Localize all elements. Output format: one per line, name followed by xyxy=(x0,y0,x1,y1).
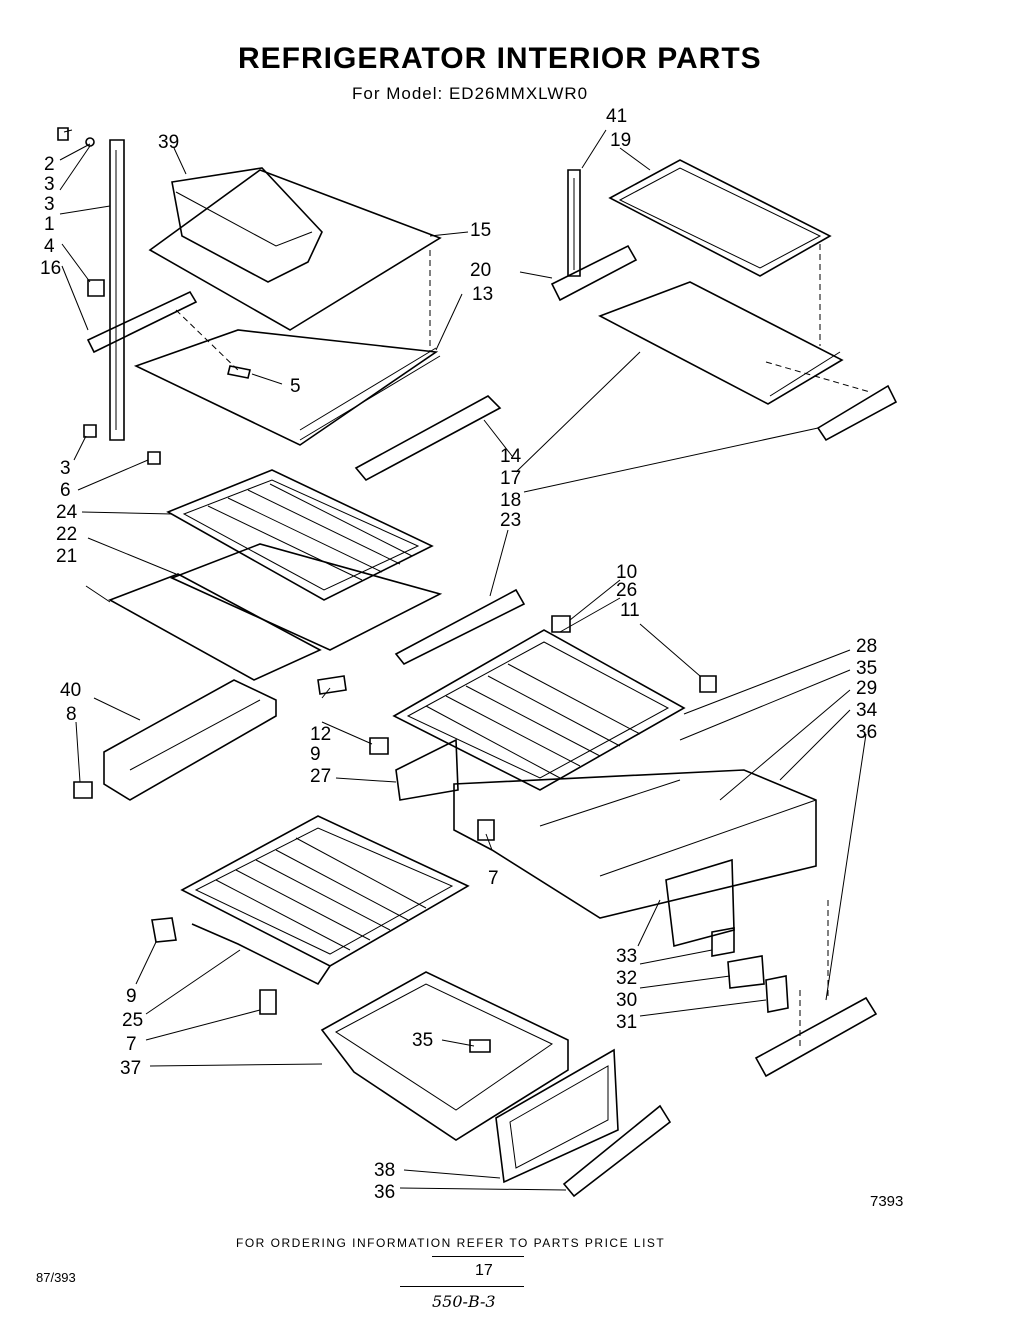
callout-label: 36 xyxy=(856,722,877,743)
callout-label: 19 xyxy=(610,130,631,151)
date-code: 87/393 xyxy=(36,1270,76,1285)
callout-label: 37 xyxy=(120,1058,141,1079)
callout-label: 28 xyxy=(856,636,877,657)
callout-label: 15 xyxy=(470,220,491,241)
callout-label: 10 xyxy=(616,562,637,583)
callout-label: 35 xyxy=(856,658,877,679)
callout-label: 20 xyxy=(470,260,491,281)
page-number: 17 xyxy=(475,1262,493,1279)
callout-label: 12 xyxy=(310,724,331,745)
callout-labels: 2 3 3 1 4 16 39 15 5 13 41 19 20 14 17 1… xyxy=(40,106,878,1203)
callout-label: 27 xyxy=(310,766,331,787)
callout-label: 6 xyxy=(60,480,71,501)
callout-label: 36 xyxy=(374,1182,395,1203)
callout-label: 8 xyxy=(66,704,77,725)
callout-label: 30 xyxy=(616,990,637,1011)
callout-label: 32 xyxy=(616,968,637,989)
callout-label: 22 xyxy=(56,524,77,545)
callout-label: 9 xyxy=(126,986,137,1007)
callout-label: 5 xyxy=(290,376,301,397)
diagram-title: REFRIGERATOR INTERIOR PARTS xyxy=(238,42,762,75)
lower-shelf-assembly xyxy=(151,815,672,1198)
callout-label: 4 xyxy=(44,236,55,257)
callout-label: 16 xyxy=(40,258,61,279)
document-reference: 550-B-3 xyxy=(432,1292,496,1311)
callout-label: 14 xyxy=(500,446,522,467)
callout-label: 1 xyxy=(44,214,55,235)
right-shelf-assembly xyxy=(550,159,898,442)
callout-label: 33 xyxy=(616,946,637,967)
bottom-rule xyxy=(400,1286,524,1287)
callout-label: 39 xyxy=(158,132,179,153)
callout-leader-lines xyxy=(59,129,867,1191)
callout-label: 23 xyxy=(500,510,521,531)
ordering-note: FOR ORDERING INFORMATION REFER TO PARTS … xyxy=(236,1236,666,1250)
callout-label: 29 xyxy=(856,678,877,699)
callout-label: 17 xyxy=(500,468,521,489)
figure-number: 7393 xyxy=(870,1193,904,1210)
callout-label: 41 xyxy=(606,106,627,127)
callout-label: 40 xyxy=(60,680,81,701)
model-number: For Model: ED26MMXLWR0 xyxy=(352,84,589,103)
callout-label: 31 xyxy=(616,1012,637,1033)
callout-label: 38 xyxy=(374,1160,395,1181)
callout-label: 35 xyxy=(412,1030,433,1051)
callout-label: 11 xyxy=(620,600,640,621)
callout-label: 18 xyxy=(500,490,521,511)
callout-label: 26 xyxy=(616,580,637,601)
callout-label: 3 xyxy=(60,458,71,479)
callout-label: 7 xyxy=(126,1034,137,1055)
top-rule xyxy=(432,1256,524,1257)
callout-label: 3 xyxy=(44,194,55,215)
callout-label: 25 xyxy=(122,1010,143,1031)
callout-label: 34 xyxy=(856,700,878,721)
callout-label: 13 xyxy=(472,284,493,305)
callout-label: 24 xyxy=(56,502,78,523)
left-shelf-assembly xyxy=(57,127,502,482)
callout-label: 9 xyxy=(310,744,321,765)
middle-left-shelf-assembly xyxy=(73,469,526,801)
callout-label: 7 xyxy=(488,868,499,889)
callout-label: 3 xyxy=(44,174,55,195)
middle-right-shelf-assembly xyxy=(369,615,878,1078)
callout-label: 2 xyxy=(44,154,55,175)
callout-label: 21 xyxy=(56,546,77,567)
